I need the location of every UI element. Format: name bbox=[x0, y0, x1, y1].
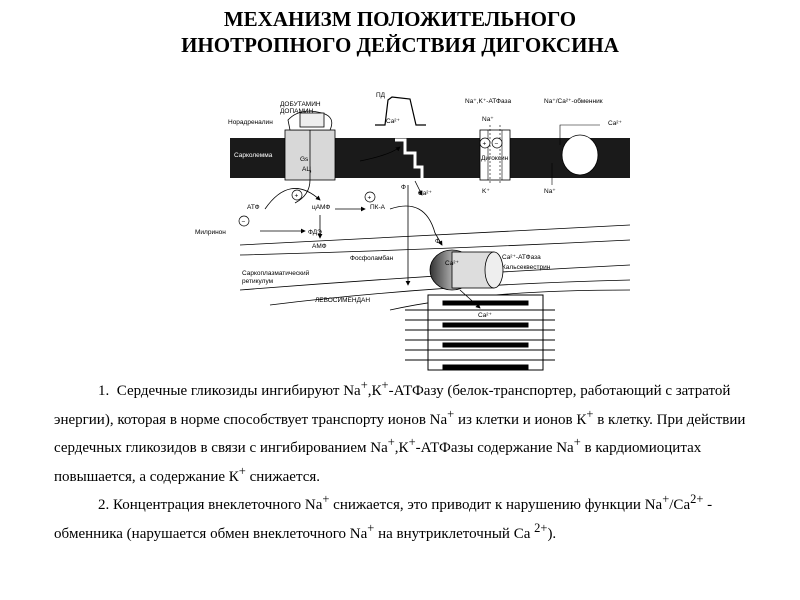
paragraph-1: 1. Сердечные гликозиды ингибируют Na+,К+… bbox=[54, 374, 774, 488]
label-ca-right: Ca²⁺ bbox=[608, 120, 622, 127]
label-ac: АЦ bbox=[302, 166, 311, 173]
svg-text:+: + bbox=[295, 193, 299, 200]
svg-text:+: + bbox=[483, 141, 487, 148]
sign-plus-2: + bbox=[365, 192, 375, 202]
label-pd: ПД bbox=[376, 92, 386, 99]
label-na-bottom: Na⁺ bbox=[544, 188, 556, 195]
title-line-1: МЕХАНИЗМ ПОЛОЖИТЕЛЬНОГО bbox=[0, 6, 800, 32]
sign-minus-1: − bbox=[239, 216, 249, 226]
label-f2: Ф bbox=[435, 238, 440, 245]
myofilaments bbox=[405, 295, 555, 370]
label-k-bottom: K⁺ bbox=[482, 188, 490, 195]
label-milrinon: Милринон bbox=[195, 229, 226, 236]
label-na-k-atpase: Na⁺,K⁺-АТФаза bbox=[465, 98, 512, 105]
label-sr-line1: Саркоплазматический bbox=[242, 269, 310, 277]
label-ca-myo: Ca²⁺ bbox=[478, 312, 492, 319]
page-title: МЕХАНИЗМ ПОЛОЖИТЕЛЬНОГО ИНОТРОПНОГО ДЕЙС… bbox=[0, 6, 800, 58]
label-na-ca-exchanger: Na⁺/Ca²⁺-обменник bbox=[544, 97, 603, 105]
sign-plus-3: + bbox=[480, 138, 490, 148]
label-fosfolamban: Фосфоламбан bbox=[350, 254, 394, 262]
svg-text:−: − bbox=[495, 141, 499, 148]
svg-text:−: − bbox=[242, 219, 246, 226]
explanation-text: 1. Сердечные гликозиды ингибируют Na+,К+… bbox=[54, 374, 774, 545]
label-gs: Gs bbox=[300, 156, 309, 163]
label-camf: цАМФ bbox=[312, 204, 330, 211]
title-line-2: ИНОТРОПНОГО ДЕЙСТВИЯ ДИГОКСИНА bbox=[0, 32, 800, 58]
label-sr-line2: ретикулум bbox=[242, 278, 274, 285]
mechanism-diagram: ДОБУТАМИН ДОПАМИН Норадреналин Сарколемм… bbox=[160, 85, 630, 375]
label-atf: АТФ bbox=[247, 204, 260, 211]
label-dobutamin: ДОБУТАМИН bbox=[280, 101, 321, 108]
label-pka: ПК-А bbox=[370, 204, 386, 211]
label-fde: ФДЭ bbox=[308, 229, 322, 236]
label-amf: АМФ bbox=[312, 243, 327, 250]
label-ca-sr: Ca²⁺ bbox=[445, 260, 459, 267]
action-potential-curve bbox=[375, 97, 426, 125]
label-dopamin: ДОПАМИН bbox=[280, 108, 314, 115]
sign-minus-2: − bbox=[492, 138, 502, 148]
label-kalsekvestrin: Кальсеквестрин bbox=[502, 264, 551, 271]
svg-text:+: + bbox=[368, 195, 372, 202]
label-ca-atpase: Ca²⁺-АТФаза bbox=[502, 254, 541, 261]
label-sarkolemma: Сарколемма bbox=[234, 152, 273, 159]
label-ca-mid: Ca²⁺ bbox=[418, 190, 432, 197]
label-ca-top: Ca²⁺ bbox=[386, 118, 400, 125]
sign-plus-1: + bbox=[292, 190, 302, 200]
na-ca-exchanger-shape bbox=[562, 135, 598, 175]
label-levosimendan: ЛЕВОСИМЕНДАН bbox=[315, 297, 370, 304]
label-na-top: Na⁺ bbox=[482, 116, 494, 123]
label-noradrenalin: Норадреналин bbox=[228, 119, 273, 126]
label-f1: Ф bbox=[401, 184, 406, 191]
label-digoksin: Дигоксин bbox=[481, 155, 509, 162]
paragraph-2: 2. Концентрация внеклеточного Na+ снижае… bbox=[54, 488, 774, 545]
